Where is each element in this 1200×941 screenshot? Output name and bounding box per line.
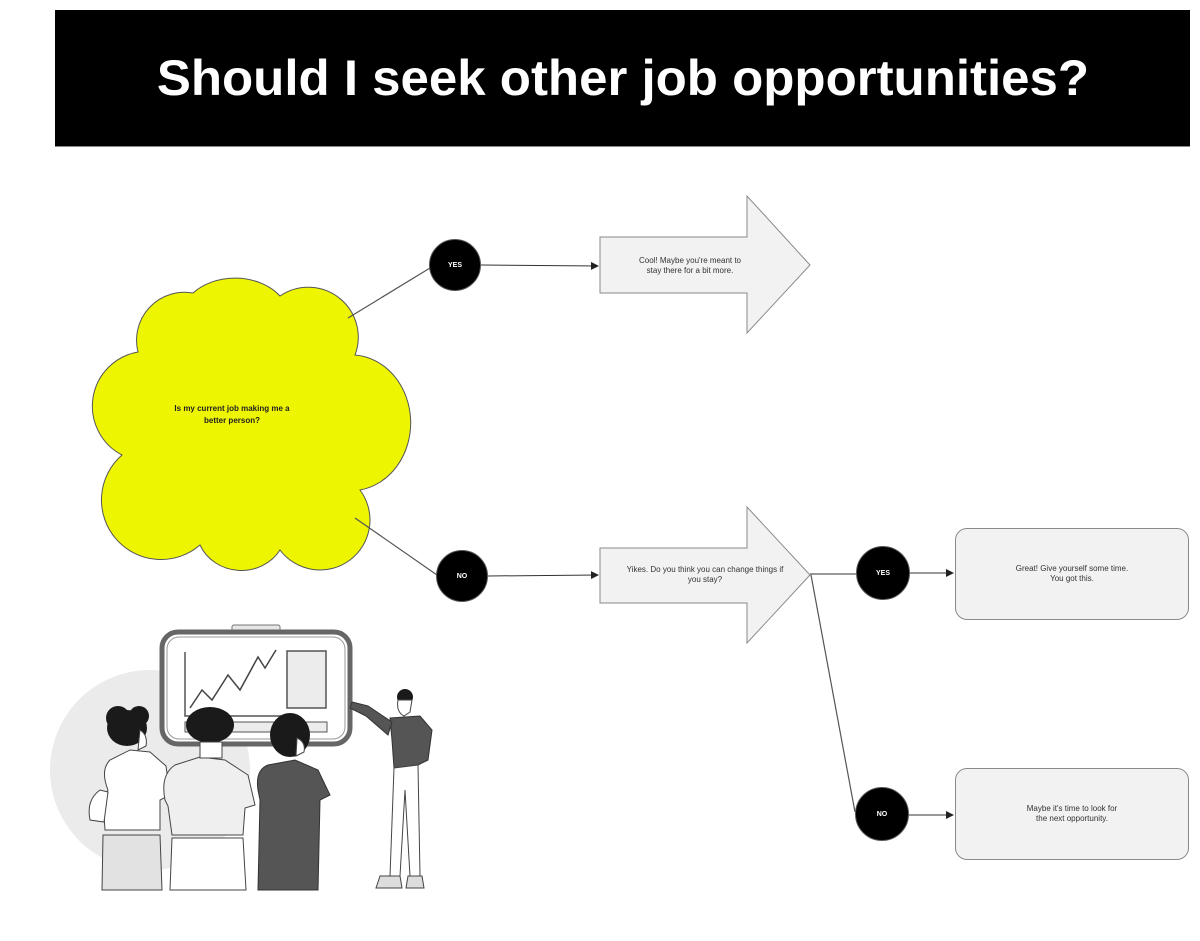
page-title: Should I seek other job opportunities? xyxy=(156,50,1089,106)
give-time-line-2: You got this. xyxy=(1050,574,1094,583)
next-opportunity-line-2: the next opportunity. xyxy=(1036,814,1108,823)
give-time-box: Great! Give yourself some time. You got … xyxy=(955,528,1189,620)
change-line-2: you stay? xyxy=(687,575,723,584)
question-cloud xyxy=(91,277,412,571)
yes-node-1: YES xyxy=(429,239,481,291)
stay-arrow-shape xyxy=(599,194,811,335)
no-node-2: NO xyxy=(855,787,909,841)
yes-node-2: YES xyxy=(856,546,910,600)
question-text: Is my current job making me a better per… xyxy=(147,403,317,427)
connector-cloud-no xyxy=(354,517,438,576)
no-node-2-label: NO xyxy=(876,810,888,818)
connector-cloud-yes xyxy=(347,267,431,319)
yes-node-2-label: YES xyxy=(875,569,890,577)
give-time-line-1: Great! Give yourself some time. xyxy=(1015,564,1129,573)
yes-node-1-label: YES xyxy=(447,261,462,269)
stay-line-1: Cool! Maybe you're meant to xyxy=(638,256,742,265)
connector-no-change xyxy=(487,571,599,580)
title-banner: Should I seek other job opportunities? xyxy=(55,10,1190,147)
change-arrow-text: Yikes. Do you think you can change thing… xyxy=(600,565,810,585)
no-node-1: NO xyxy=(436,550,488,602)
question-line-2: better person? xyxy=(203,416,260,425)
next-opportunity-box: Maybe it's time to look for the next opp… xyxy=(955,768,1189,860)
change-arrow-shape xyxy=(599,505,811,645)
no-node-1-label: NO xyxy=(456,572,468,580)
change-line-1: Yikes. Do you think you can change thing… xyxy=(626,565,784,574)
question-line-1: Is my current job making me a xyxy=(174,404,290,413)
stay-line-2: stay there for a bit more. xyxy=(646,266,734,275)
next-opportunity-line-1: Maybe it's time to look for xyxy=(1026,804,1118,813)
connector-change-no xyxy=(810,574,856,813)
connector-yes-stay xyxy=(480,261,599,270)
people-presentation-illustration xyxy=(50,624,433,891)
stay-arrow-text: Cool! Maybe you're meant to stay there f… xyxy=(615,256,765,276)
